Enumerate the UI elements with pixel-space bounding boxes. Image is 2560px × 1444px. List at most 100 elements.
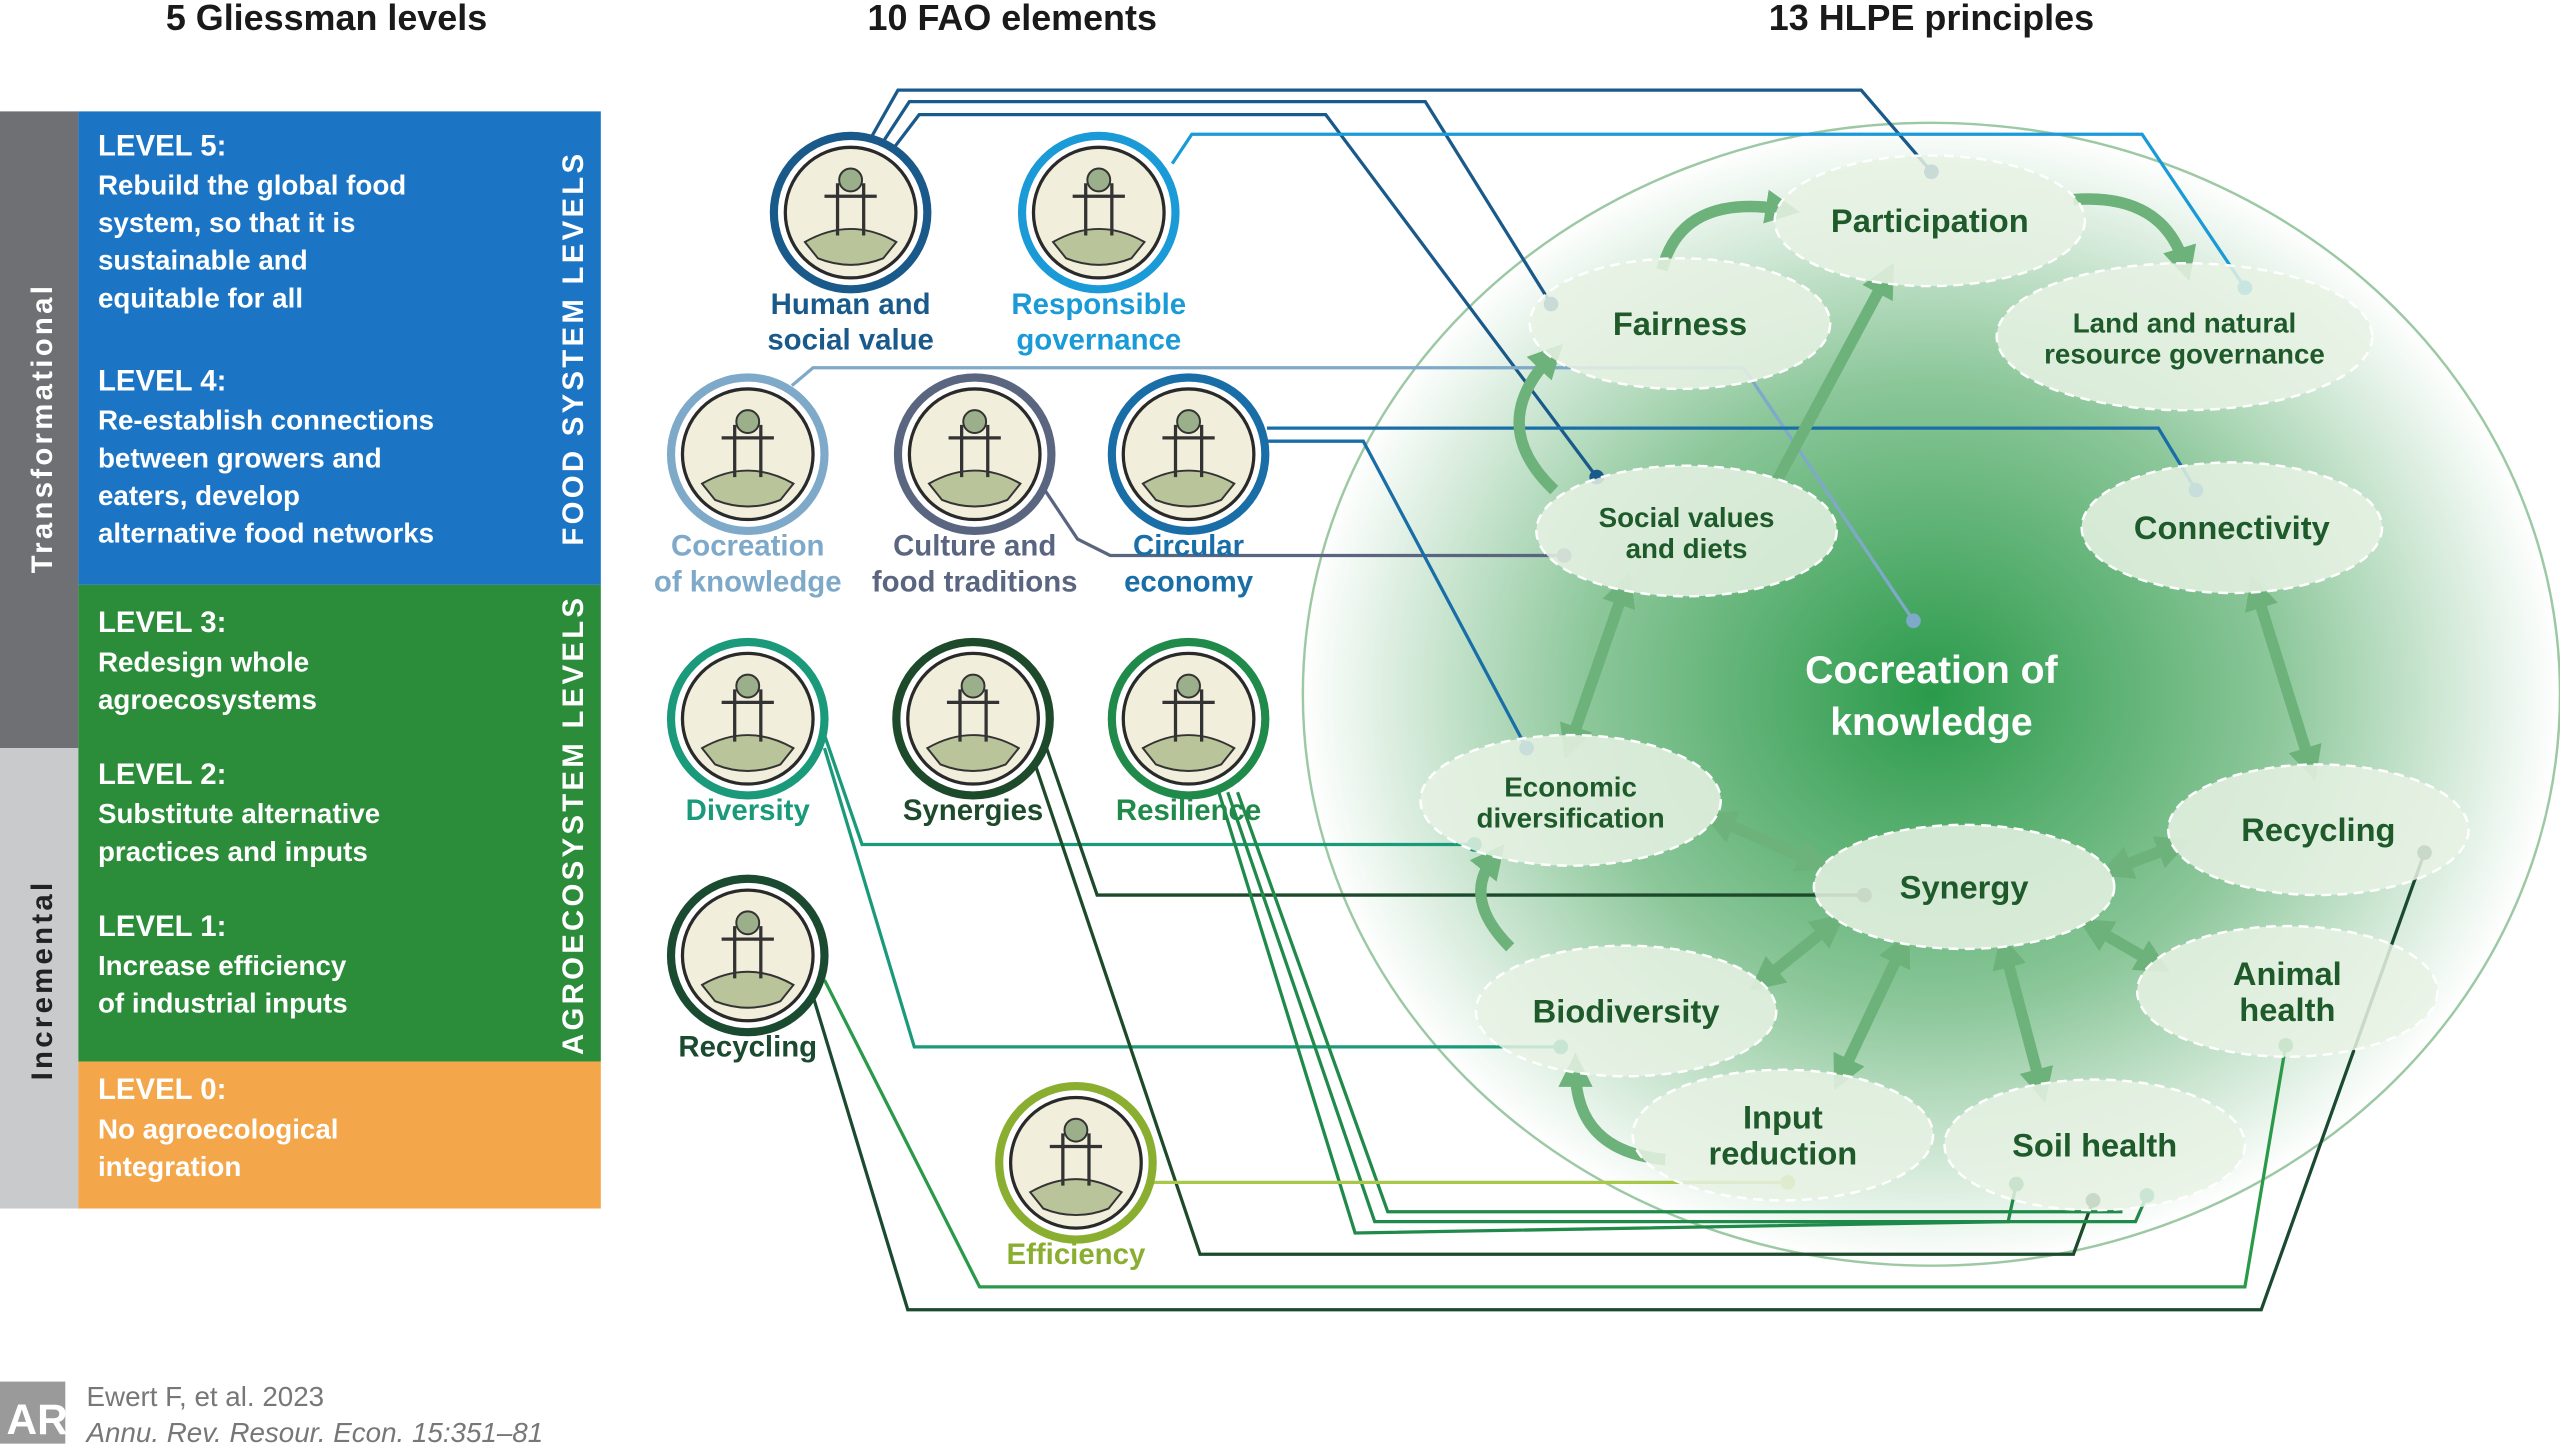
- fao-label: Diversity: [686, 794, 811, 827]
- logo-mark: AR: [7, 1396, 68, 1443]
- fao-label: Circular: [1133, 529, 1244, 562]
- principle-bubble: [1535, 464, 1838, 598]
- header-hlpe: 13 HLPE principles: [1769, 0, 2094, 38]
- connector-synergies-synergy: [1043, 742, 1865, 897]
- fao-label: Cocreation: [671, 529, 824, 562]
- principle-label: Synergy: [1900, 868, 2029, 905]
- connector-culture-social: [1043, 489, 1565, 558]
- level-title: LEVEL 3:: [98, 606, 226, 639]
- principle-bubble: [1773, 154, 2087, 288]
- principle-bubble: [1995, 262, 2374, 412]
- fao-label: Efficiency: [1007, 1238, 1146, 1271]
- level-description: of industrial inputs: [98, 988, 348, 1019]
- arrow-icon: [1513, 343, 1563, 495]
- connector-recycling-recycling: [811, 852, 2427, 1312]
- center-label-line2: knowledge: [1830, 701, 2032, 744]
- agroecosystem-box: [78, 584, 601, 1062]
- principle-label: Soil health: [2012, 1126, 2177, 1163]
- level0-box: [78, 1061, 601, 1209]
- food-system-box: [78, 111, 601, 585]
- fao-label: governance: [1016, 324, 1181, 357]
- connector-resilience-soil: [1214, 783, 2018, 1235]
- publisher-logo: [0, 1381, 66, 1444]
- hlpe-principles-ellipse: [1301, 121, 2560, 1267]
- level-description: Increase efficiency: [98, 950, 347, 981]
- level-description: Rebuild the global food: [98, 170, 406, 201]
- principle-label: diversification: [1477, 802, 1665, 833]
- principle-bubble: [2080, 461, 2384, 595]
- level-title: LEVEL 2:: [98, 758, 226, 791]
- connector-synergies-soil: [1030, 754, 2095, 1256]
- fao-element: Efficiency: [995, 1082, 1157, 1271]
- arrow-icon: [1656, 189, 1800, 272]
- fao-element: Resilience: [1107, 637, 1270, 827]
- arrow-icon: [2098, 836, 2191, 879]
- arrow-icon: [1833, 931, 1911, 1091]
- principle-label: health: [2239, 991, 2335, 1028]
- principle-label: Recycling: [2241, 811, 2395, 848]
- fao-label: Human and: [771, 288, 931, 321]
- connector-diversity-economic: [822, 734, 1475, 847]
- principle-label: and diets: [1626, 533, 1748, 564]
- fao-element: Recycling: [666, 874, 829, 1064]
- header-fao: 10 FAO elements: [868, 0, 1157, 38]
- hlpe-principle: Soil health: [1943, 1078, 2247, 1212]
- citation: AR Ewert F, et al. 2023 Annu. Rev. Resou…: [0, 1381, 543, 1444]
- food-system-label: FOOD SYSTEM LEVELS: [557, 151, 590, 546]
- level-description: equitable for all: [98, 282, 303, 313]
- principle-label: Social values: [1599, 502, 1775, 533]
- transformational-bar: [0, 111, 79, 749]
- arrow-icon: [2245, 575, 2322, 781]
- level-title: LEVEL 1:: [98, 910, 226, 943]
- arrow-icon: [2073, 193, 2197, 282]
- level-description: between growers and: [98, 442, 382, 473]
- principle-label: Connectivity: [2134, 509, 2330, 546]
- principle-bubble: [1419, 733, 1723, 867]
- arrow-icon: [1469, 844, 1515, 952]
- level-description: system, so that it is: [98, 207, 356, 238]
- level-title: LEVEL 0:: [98, 1073, 226, 1106]
- connector-governance-land: [1170, 132, 2247, 289]
- hlpe-principle: Recycling: [2166, 763, 2470, 897]
- principle-bubble: [1943, 1078, 2247, 1212]
- level-description: agroecosystems: [98, 684, 317, 715]
- principle-label: Participation: [1831, 202, 2029, 239]
- level-description: alternative food networks: [98, 517, 434, 548]
- hlpe-principle: Biodiversity: [1474, 944, 1778, 1078]
- fao-label: Recycling: [678, 1031, 817, 1064]
- arrow-icon: [1560, 571, 1636, 760]
- fao-label: economy: [1124, 565, 1254, 598]
- arrow-icon: [1771, 262, 1894, 485]
- level-description: integration: [98, 1151, 241, 1182]
- level-description: Substitute alternative: [98, 798, 380, 829]
- citation-line2: Annu. Rev. Resour. Econ. 15:351–81: [85, 1417, 544, 1444]
- principle-bubble: [1812, 823, 2116, 951]
- transformational-label: Transformational: [26, 283, 59, 574]
- connector-cocreation-center: [790, 366, 1915, 622]
- connector-resilience-soil2: [1226, 791, 2149, 1224]
- level-description: Re-establish connections: [98, 405, 434, 436]
- agroecosystem-label: AGROECOSYSTEM LEVELS: [557, 595, 590, 1055]
- principle-label: Animal: [2233, 955, 2342, 992]
- connector-recycling-animal: [823, 979, 2288, 1289]
- fao-label: social value: [767, 324, 934, 357]
- connector-human-fairness: [880, 99, 1553, 305]
- incremental-bar: [0, 748, 79, 1209]
- level-description: Redesign whole: [98, 646, 309, 677]
- fao-label: Culture and: [893, 529, 1056, 562]
- principle-bubble: [1474, 944, 1778, 1078]
- connector-human-social: [891, 113, 1599, 479]
- hlpe-principle: Participation: [1773, 154, 2087, 288]
- principle-label: Input: [1743, 1099, 1823, 1136]
- fao-label: Synergies: [903, 794, 1043, 827]
- arrow-icon: [1701, 811, 1832, 872]
- incremental-label: Incremental: [26, 880, 59, 1081]
- fao-element: Diversity: [666, 637, 829, 827]
